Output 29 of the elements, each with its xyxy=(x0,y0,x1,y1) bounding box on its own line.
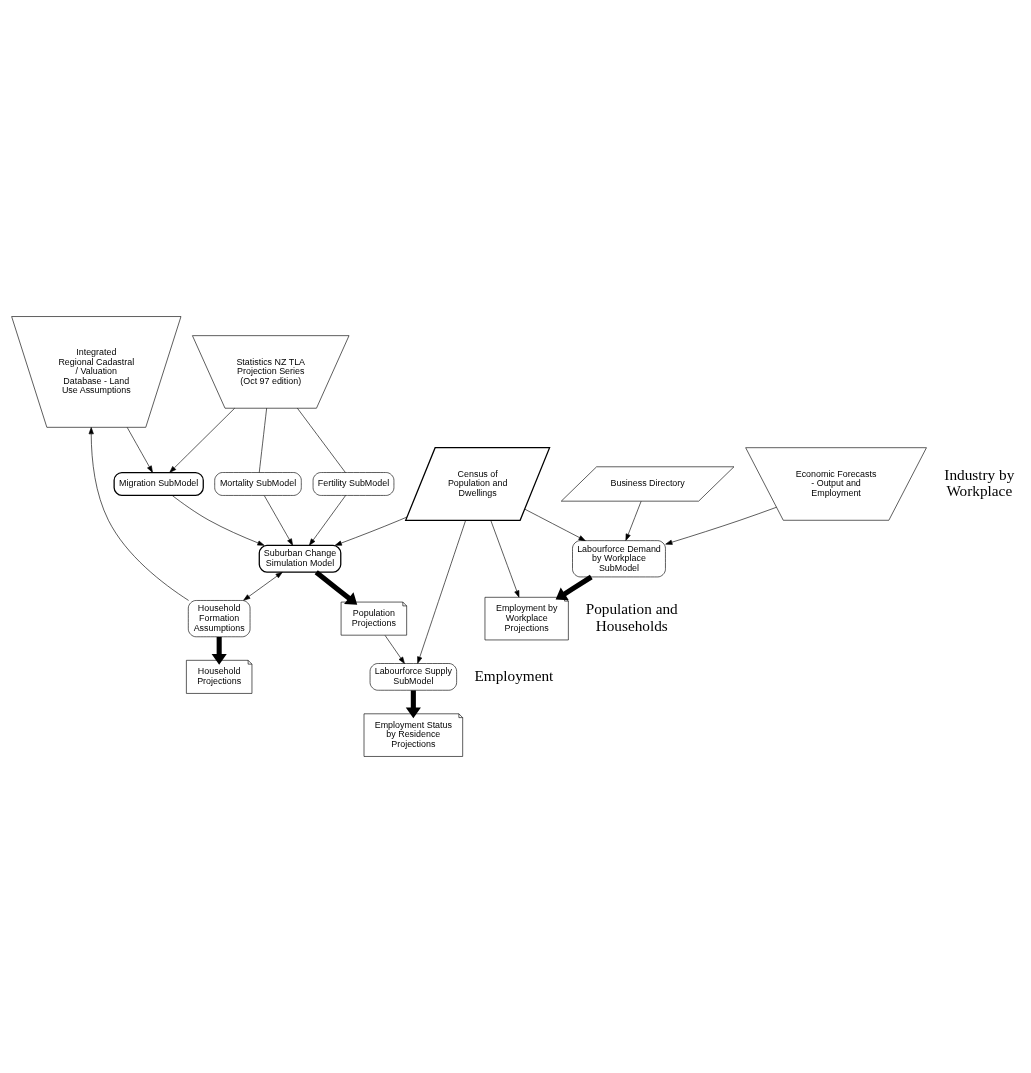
connector xyxy=(296,407,346,473)
arrow xyxy=(664,506,777,545)
arrow xyxy=(126,427,153,473)
arrow xyxy=(384,635,405,664)
arrow xyxy=(168,407,235,473)
arrow xyxy=(308,495,346,546)
arrow xyxy=(314,570,357,605)
node-box: Labourforce Supply SubModel xyxy=(369,663,457,691)
arrow xyxy=(625,501,641,541)
node-box: Mortality SubModel xyxy=(213,472,302,496)
arrow xyxy=(211,637,227,665)
node-box: Household Formation Assumptions xyxy=(187,600,250,638)
arrow xyxy=(171,495,264,546)
arrow xyxy=(334,516,407,546)
arrow xyxy=(88,427,189,601)
connector xyxy=(258,407,267,473)
arrow xyxy=(242,571,283,601)
label: Industry by Workplace xyxy=(943,465,1014,500)
node-box: Suburban Change Simulation Model xyxy=(258,544,341,573)
arrow xyxy=(523,508,586,541)
label: Employment xyxy=(473,666,553,684)
label: Population and Households xyxy=(585,600,678,634)
arrow xyxy=(489,520,519,598)
arrow xyxy=(263,495,293,546)
arrow xyxy=(405,690,421,719)
node-box: Labourforce Demand by Workplace SubModel xyxy=(571,540,666,578)
arrow xyxy=(416,520,466,664)
node-box: Migration SubModel xyxy=(113,471,204,497)
node-box: Fertility SubModel xyxy=(312,472,394,496)
